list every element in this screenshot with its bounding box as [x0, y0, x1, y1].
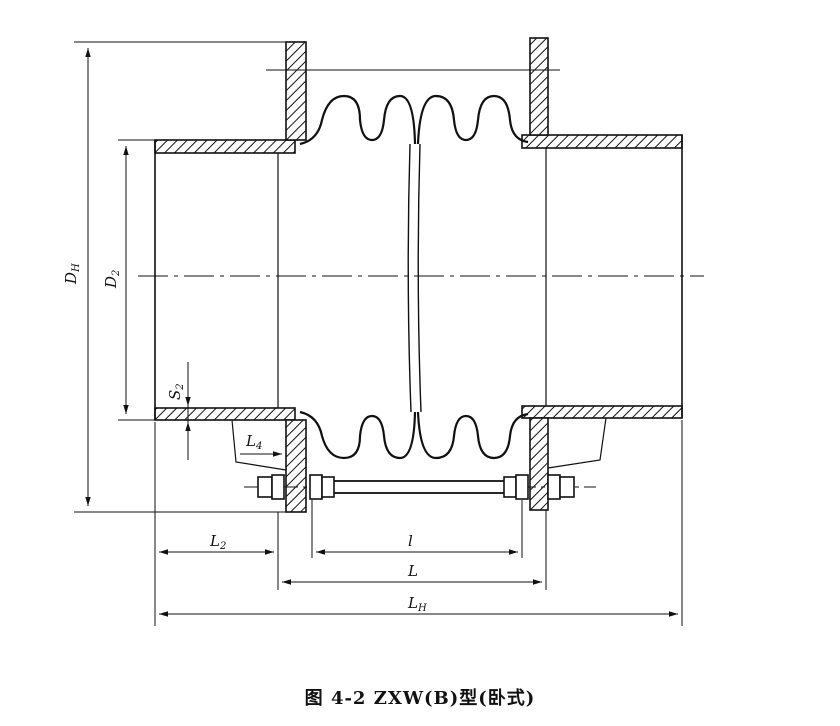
label-l: l — [408, 532, 413, 550]
flange-top-left — [285, 41, 307, 141]
bellows-lower-right — [416, 411, 529, 460]
bellows-gap — [407, 143, 422, 413]
tie-rod-body — [313, 480, 515, 494]
label-L4: L4 — [245, 432, 262, 452]
bellows-lower-left — [299, 410, 417, 460]
label-L: L — [407, 562, 418, 580]
expansion-joint-drawing: DH D2 S2 L4 L2 l L LH — [62, 37, 704, 626]
pipe-wall-bottom-right — [521, 405, 683, 419]
bellows-upper-left — [299, 94, 417, 146]
lug-left — [231, 419, 287, 471]
pipe-wall-top-left — [154, 139, 296, 154]
label-DH: DH — [62, 263, 82, 285]
nut-right-outer — [559, 476, 575, 498]
nut-right-2 — [515, 474, 529, 500]
pipe-wall-bottom-left — [154, 407, 296, 421]
bellows-upper-right — [416, 94, 529, 145]
nut-left-outer — [257, 476, 273, 498]
label-D2: D2 — [102, 270, 122, 289]
nut-left-2 — [309, 474, 323, 500]
nut-right-3 — [547, 474, 561, 500]
nut-left-1 — [271, 474, 285, 500]
pipe-wall-top-right — [521, 134, 683, 149]
nut-right-1 — [503, 476, 517, 498]
flange-bottom-right — [529, 417, 549, 511]
figure-caption: 图 4-2 ZXW(B)型(卧式) — [304, 688, 536, 709]
label-L2: L2 — [209, 532, 226, 552]
nut-left-3 — [321, 476, 335, 498]
flange-top-right — [529, 37, 549, 136]
label-S2: S2 — [166, 383, 186, 400]
flange-bottom-left — [285, 419, 307, 513]
label-LH: LH — [407, 594, 427, 614]
lug-right — [547, 417, 607, 469]
